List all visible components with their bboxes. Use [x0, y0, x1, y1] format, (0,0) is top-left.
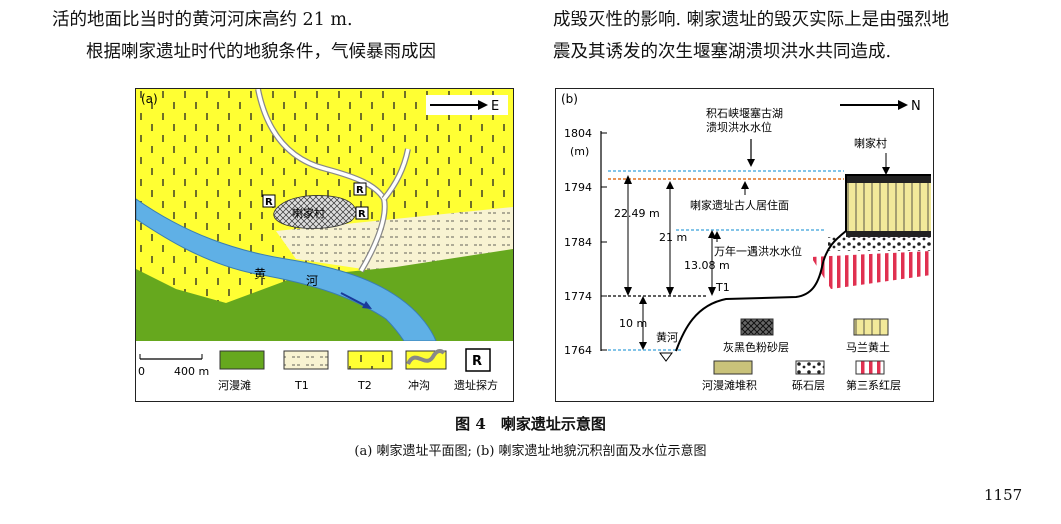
legend-swatch-gravel [795, 360, 825, 375]
site-marker-2 [353, 182, 367, 196]
ground-profile [675, 174, 931, 352]
tick-1784: 1784 [564, 236, 592, 249]
lajia-village-area [273, 195, 357, 229]
body-text-right-1: 成毁灭性的影响. 喇家遗址的毁灭实际上是由强烈地 [553, 10, 950, 30]
legend-swatch-t2 [347, 350, 393, 370]
site-marker-1 [262, 194, 276, 208]
y-unit: (m) [570, 145, 589, 158]
figure-caption-title: 图 4 喇家遗址示意图 [455, 415, 606, 433]
figure-caption-sub: (a) 喇家遗址平面图; (b) 喇家遗址地貌沉积剖面及水位示意图 [354, 444, 707, 459]
river-label-2: 河 [306, 274, 318, 288]
gravel-layer [828, 237, 931, 251]
site-marker-3 [355, 206, 369, 220]
panel-b-svg: (b) N 1804 (m) 1794 1784 1774 1764 积石峡堰塞… [561, 92, 931, 392]
body-text-left-2: 根据喇家遗址时代的地貌条件，气候暴雨成因 [86, 42, 436, 62]
legend-label-floodplain: 河漫滩 [218, 378, 251, 392]
direction-east: E [491, 99, 499, 114]
legend-swatch-red [855, 360, 885, 375]
label-t1: T1 [715, 281, 730, 294]
panel-b-label: (b) [561, 92, 578, 106]
panel-a-plan-map: 黄 河 喇家村 R R R (a) E 0 400 m R 河漫滩 T1 T2 … [135, 88, 514, 402]
tick-1794: 1794 [564, 181, 592, 194]
legend-site-r: R [472, 354, 482, 369]
panel-a-svg: 黄 河 喇家村 R R R (a) E 0 400 m R 河漫滩 T1 T2 … [135, 88, 513, 401]
river-flow-arrowhead [362, 301, 372, 309]
legend-label-t1: T1 [294, 379, 309, 392]
malan-loess [846, 183, 931, 231]
scale-start: 0 [138, 365, 145, 378]
legend-label-site: 遗址探方 [454, 378, 498, 392]
legend-label-gully: 冲沟 [408, 378, 430, 392]
river-label-1: 黄 [254, 267, 266, 281]
lake-label-2: 溃坝洪水水位 [706, 120, 772, 134]
legend-swatch-t1 [283, 350, 329, 370]
legend-red: 第三系红层 [846, 378, 901, 392]
river-flow-arrow [340, 292, 369, 308]
flood-label: 万年一遇洪水水位 [714, 244, 802, 258]
water-level-icon [659, 352, 673, 362]
yellow-river [135, 198, 437, 342]
direction-north: N [911, 99, 921, 114]
tick-1804: 1804 [564, 127, 592, 140]
body-text-left-1: 活的地面比当时的黄河河床高约 21 m. [52, 10, 353, 30]
site-marker-3-label: R [358, 209, 366, 220]
label-10: 10 m [619, 317, 647, 330]
legend-label-t2: T2 [357, 379, 372, 392]
legend-swatch-silt [740, 318, 774, 336]
site-marker-2-label: R [356, 185, 364, 196]
label-21: 21 m [659, 231, 687, 244]
legend-floodplain: 河漫滩堆积 [702, 378, 757, 392]
site-marker-1-label: R [265, 197, 273, 208]
label-13-08: 13.08 m [684, 259, 730, 272]
body-text-right-2: 震及其诱发的次生堰塞湖溃坝洪水共同造成. [553, 42, 892, 62]
legend-gravel: 砾石层 [792, 379, 825, 392]
tertiary-red-beds [811, 251, 931, 289]
legend-loess: 马兰黄土 [846, 340, 890, 354]
y-ticks [601, 132, 607, 351]
legend-swatch-floodplain [713, 360, 753, 375]
page-number: 1157 [984, 486, 1023, 504]
village-b-label: 喇家村 [854, 136, 887, 150]
legend-silt: 灰黑色粉砂层 [723, 340, 789, 354]
label-22-49: 22.49 m [614, 207, 660, 220]
panel-a-label: (a) [141, 92, 158, 106]
tick-1774: 1774 [564, 290, 592, 303]
tick-1764: 1764 [564, 344, 592, 357]
t1-terrace-area [276, 207, 513, 271]
legend-swatch-loess [853, 318, 889, 336]
river-label: 黄河 [656, 330, 678, 344]
lake-label-1: 积石峡堰塞古湖 [706, 106, 783, 120]
silt-layer-top [846, 175, 931, 183]
scale-end: 400 m [174, 365, 209, 378]
residence-label: 喇家遗址古人居住面 [690, 198, 789, 212]
village-label: 喇家村 [292, 206, 325, 220]
panel-b-profile: (b) N 1804 (m) 1794 1784 1774 1764 积石峡堰塞… [555, 88, 934, 402]
legend-swatch-site [465, 348, 491, 372]
legend-swatch-floodplain [219, 350, 265, 370]
